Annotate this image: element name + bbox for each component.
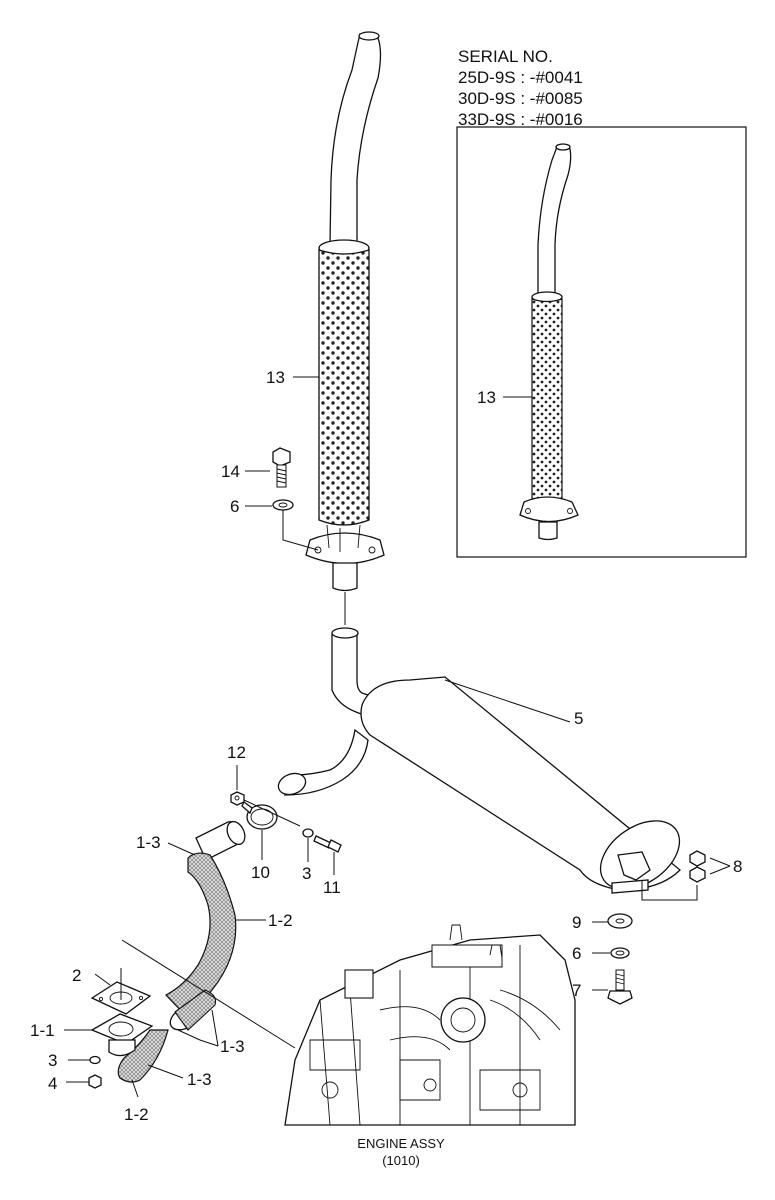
engine-illustration	[284, 924, 576, 1126]
tailpipe-assembly	[305, 31, 385, 625]
label-13-main: 13	[266, 368, 285, 387]
serial-line-2: 30D-9S : -#0085	[458, 89, 583, 108]
plate-9	[607, 913, 633, 929]
label-1-3-right: 1-3	[220, 1037, 245, 1056]
leader-lines	[64, 376, 731, 1098]
label-1-3-bottom: 1-3	[187, 1070, 212, 1089]
label-4: 4	[48, 1074, 57, 1093]
label-12: 12	[227, 743, 246, 762]
serial-line-3: 33D-9S : -#0016	[458, 110, 583, 129]
label-8: 8	[733, 857, 742, 876]
label-13-inset: 13	[477, 388, 496, 407]
label-14: 14	[221, 462, 240, 481]
bolt-11	[313, 835, 342, 853]
bolt-7	[607, 969, 633, 1005]
label-5: 5	[574, 709, 583, 728]
washer-3-mid	[302, 828, 314, 838]
label-1-2-mid: 1-2	[268, 911, 293, 930]
nut-4	[88, 1074, 102, 1089]
label-7: 7	[572, 981, 581, 1000]
muffler	[277, 627, 681, 894]
serial-line-1: 25D-9S : -#0041	[458, 68, 583, 87]
serial-inset-frame	[456, 126, 747, 558]
label-1-3-top: 1-3	[136, 833, 161, 852]
label-11: 11	[323, 878, 341, 897]
clamp-10	[241, 801, 278, 830]
label-3-mid: 3	[302, 864, 311, 883]
label-10: 10	[251, 863, 270, 882]
flange-1-1	[90, 1013, 154, 1057]
bolt-14	[272, 447, 291, 488]
nuts-8	[689, 850, 706, 883]
label-6-bottom: 6	[572, 944, 581, 963]
flex-pipe	[117, 820, 246, 1083]
label-3-bottom: 3	[48, 1051, 57, 1070]
washer-3-bottom	[89, 1055, 101, 1065]
label-6-top: 6	[230, 497, 239, 516]
label-1-1: 1-1	[30, 1021, 55, 1040]
washer-6-top	[272, 499, 294, 511]
serial-header: SERIAL NO.	[458, 47, 553, 66]
washer-6-bottom	[610, 947, 630, 959]
label-1-2-bottom: 1-2	[124, 1105, 149, 1124]
nut-12	[230, 791, 245, 806]
label-2: 2	[72, 966, 81, 985]
label-9: 9	[572, 913, 581, 932]
engine-assy-name: ENGINE ASSY	[357, 1136, 445, 1151]
inset-tailpipe	[519, 143, 579, 541]
engine-assy-code: (1010)	[382, 1153, 420, 1168]
